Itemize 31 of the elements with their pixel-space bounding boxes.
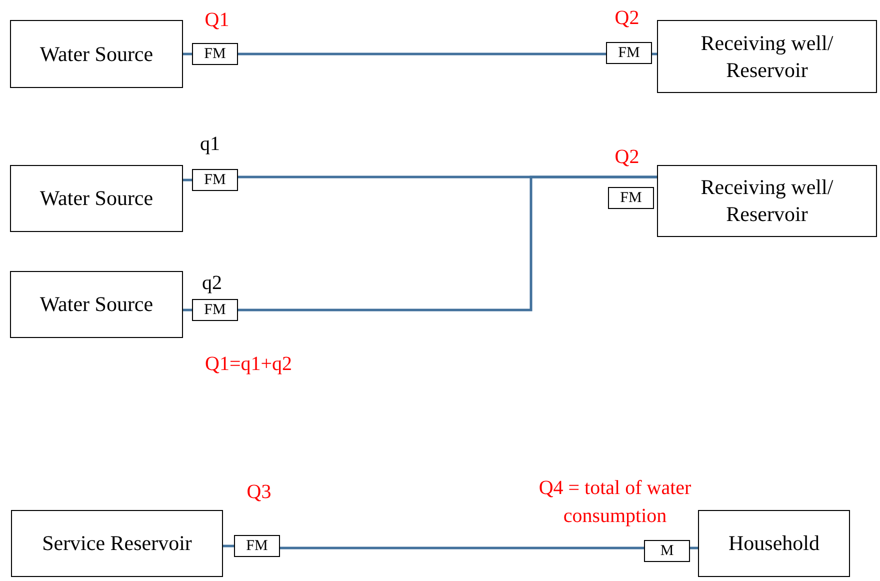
pipe-line: [223, 544, 234, 548]
pipe-line: [238, 52, 606, 56]
formula-label: Q1=q1+q2: [205, 352, 292, 377]
meter-box: M: [644, 540, 690, 562]
pipe-line: [238, 176, 657, 312]
pipe-line: [183, 52, 192, 56]
facility-box: Water Source: [10, 271, 183, 338]
flow-label: Q1: [204, 8, 230, 33]
facility-box: Water Source: [10, 165, 183, 232]
facility-box: Service Reservoir: [11, 510, 223, 577]
meter-box: FM: [608, 187, 654, 209]
pipe-line: [183, 178, 192, 182]
meter-box: FM: [192, 299, 238, 321]
flow-label: q1: [199, 132, 221, 157]
meter-box: FM: [192, 43, 238, 65]
flow-label: Q4 = total of water consumption: [538, 476, 692, 529]
flow-label: q2: [201, 271, 223, 296]
facility-box: Receiving well/ Reservoir: [657, 165, 877, 237]
pipe-line: [652, 52, 657, 56]
flow-label: Q2: [614, 145, 640, 170]
flow-label: Q3: [246, 480, 272, 505]
facility-box: Receiving well/ Reservoir: [657, 20, 877, 93]
pipe-line: [280, 546, 644, 550]
meter-box: FM: [234, 535, 280, 557]
facility-box: Household: [698, 510, 850, 577]
pipe-line: [183, 308, 192, 312]
flow-label: Q2: [614, 6, 640, 31]
pipe-line: [690, 546, 698, 550]
facility-box: Water Source: [10, 20, 183, 88]
meter-box: FM: [192, 169, 238, 191]
meter-box: FM: [606, 42, 652, 64]
